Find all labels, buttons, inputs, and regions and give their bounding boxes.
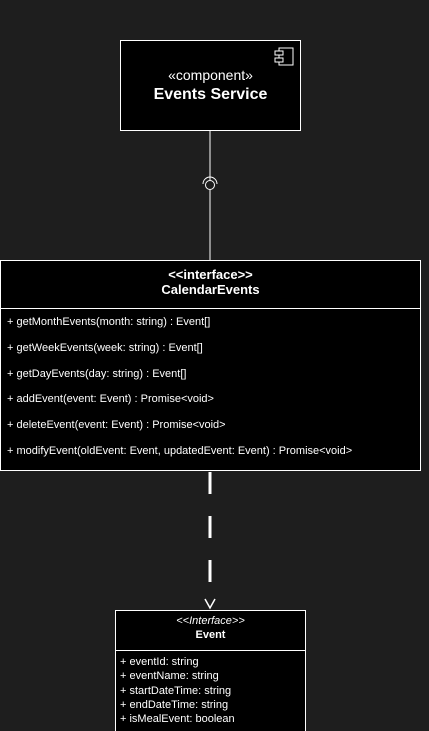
- events-service-component[interactable]: «component» Events Service: [120, 40, 301, 131]
- attr-end-date-time: + endDateTime: string: [120, 699, 229, 711]
- method-get-month-events: + getMonthEvents(month: string) : Event[…: [7, 316, 211, 328]
- calendar-events-interface[interactable]: <<interface>> CalendarEvents + getMonthE…: [0, 260, 421, 471]
- event-interface-name: Event: [195, 629, 226, 641]
- component-icon: [274, 47, 294, 66]
- method-delete-event: + deleteEvent(event: Event) : Promise<vo…: [7, 419, 226, 431]
- calendar-interface-name: CalendarEvents: [161, 282, 260, 297]
- method-get-day-events: + getDayEvents(day: string) : Event[]: [7, 368, 187, 380]
- method-modify-event: + modifyEvent(oldEvent: Event, updatedEv…: [7, 445, 353, 457]
- event-interface-stereotype: <<Interface>>: [176, 615, 245, 627]
- event-interface-header: <<Interface>> Event: [116, 611, 305, 651]
- attr-is-meal-event: + isMealEvent: boolean: [120, 713, 235, 725]
- component-stereotype: «component»: [168, 67, 253, 83]
- calendar-interface-header: <<interface>> CalendarEvents: [1, 261, 420, 309]
- component-name: Events Service: [153, 86, 268, 103]
- lollipop-icon: [205, 180, 215, 190]
- event-interface[interactable]: <<Interface>> Event + eventId: string + …: [115, 610, 306, 731]
- attr-event-id: + eventId: string: [120, 656, 199, 668]
- method-add-event: + addEvent(event: Event) : Promise<void>: [7, 393, 214, 405]
- dependency-arrowhead-icon: [204, 598, 216, 610]
- socket-icon: [202, 176, 218, 185]
- attr-event-name: + eventName: string: [120, 670, 219, 682]
- attr-start-date-time: + startDateTime: string: [120, 685, 232, 697]
- calendar-interface-stereotype: <<interface>>: [168, 267, 253, 282]
- method-get-week-events: + getWeekEvents(week: string) : Event[]: [7, 342, 203, 354]
